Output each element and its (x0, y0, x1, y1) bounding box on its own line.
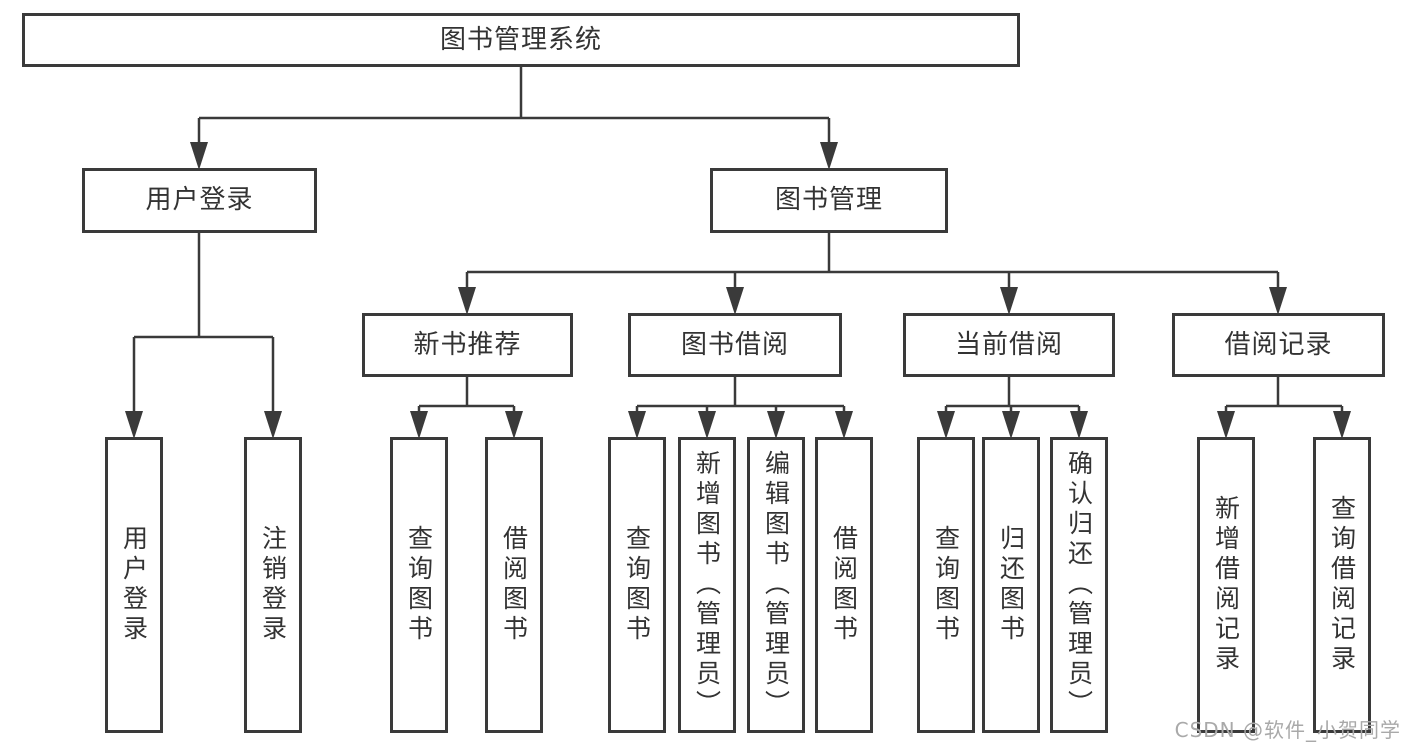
arrow-down-icon (628, 411, 646, 439)
arrow-down-icons (125, 142, 1351, 439)
arrow-down-icon (1000, 287, 1018, 315)
leaf-edit-book-admin: 编辑图书（管理员） (747, 437, 805, 733)
arrow-down-icon (410, 411, 428, 439)
arrow-down-icon (1333, 411, 1351, 439)
arrow-down-icon (1217, 411, 1235, 439)
node-new-book-recommend: 新书推荐 (362, 313, 573, 377)
arrow-down-icon (1269, 287, 1287, 315)
leaf-confirm-return-admin: 确认归还（管理员） (1050, 437, 1108, 733)
leaf-add-book-admin: 新增图书（管理员） (678, 437, 736, 733)
node-user-login: 用户登录 (82, 168, 317, 233)
leaf-borrow-books-borrow: 借阅图书 (815, 437, 873, 733)
leaf-borrow-books-recommend: 借阅图书 (485, 437, 543, 733)
csdn-watermark: CSDN @软件_小贺同学 (1174, 718, 1401, 742)
leaf-return-book: 归还图书 (982, 437, 1040, 733)
node-book-management: 图书管理 (710, 168, 948, 233)
leaf-logout: 注销登录 (244, 437, 302, 733)
leaf-query-books-current: 查询图书 (917, 437, 975, 733)
arrow-down-icon (1070, 411, 1088, 439)
arrow-down-icon (767, 411, 785, 439)
arrow-down-icon (726, 287, 744, 315)
node-borrow-records: 借阅记录 (1172, 313, 1385, 377)
node-current-borrow: 当前借阅 (903, 313, 1115, 377)
arrow-down-icon (698, 411, 716, 439)
arrow-down-icon (820, 142, 838, 170)
node-root-library-system: 图书管理系统 (22, 13, 1020, 67)
leaf-query-books-borrow: 查询图书 (608, 437, 666, 733)
node-book-borrow: 图书借阅 (628, 313, 842, 377)
arrow-down-icon (190, 142, 208, 170)
leaf-query-books-recommend: 查询图书 (390, 437, 448, 733)
arrow-down-icon (835, 411, 853, 439)
arrow-down-icon (458, 287, 476, 315)
leaf-user-login: 用户登录 (105, 437, 163, 733)
arrow-down-icon (125, 411, 143, 439)
arrow-down-icon (1002, 411, 1020, 439)
leaf-query-borrow-record: 查询借阅记录 (1313, 437, 1371, 733)
leaf-add-borrow-record: 新增借阅记录 (1197, 437, 1255, 733)
arrow-down-icon (505, 411, 523, 439)
arrow-down-icon (937, 411, 955, 439)
connector-path (132, 67, 1344, 413)
arrow-down-icon (264, 411, 282, 439)
